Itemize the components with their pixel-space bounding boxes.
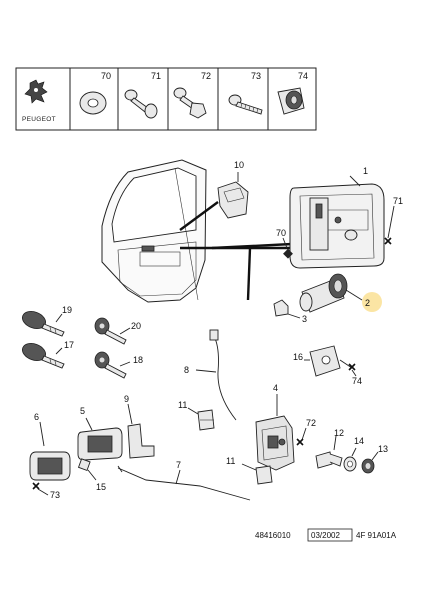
part-13-nut [361,451,379,474]
bolt-with-nut-icon [173,87,207,119]
callout-3: 3 [302,314,307,324]
part-1-outer-handle [289,175,385,269]
callout-16: 16 [293,352,303,362]
callout-2: 2 [365,298,370,308]
peugeot-lion-logo [24,79,48,104]
part-12-bolt [315,435,343,469]
callout-1: 1 [363,166,368,176]
footer: 48416010 03/2002 4F 91A01A [255,528,397,542]
part-3-clip [273,299,301,319]
callout-71: 71 [393,196,403,206]
callout-6: 6 [34,412,39,422]
callout-70: 70 [276,228,286,238]
part-4-lock-mechanism [255,394,295,471]
door-leader-lines [179,201,293,301]
cross-marker-73 [32,482,49,496]
header-strip: PEUGEOT 70 71 72 73 74 [15,67,317,131]
grommet-plug-icon [277,87,305,115]
key-20 [94,317,131,345]
part-11-clip-upper [187,407,215,431]
callout-10: 10 [234,160,244,170]
callout-14: 14 [354,436,364,446]
callout-17: 17 [64,340,74,350]
key-17 [21,343,65,369]
part-11-clip-lower [241,463,273,485]
col-74-label: 74 [298,71,308,81]
callout-20: 20 [131,321,141,331]
callout-13: 13 [378,444,388,454]
part-16-bracket [304,345,357,377]
col-70-label: 70 [101,71,111,81]
footer-ref: 48416010 [255,531,291,540]
threaded-screw-icon [228,94,263,115]
part-15-pad [77,458,97,481]
callout-72: 72 [306,418,316,428]
footer-code: 4F 91A01A [356,531,397,540]
col-72-label: 72 [201,71,211,81]
part-2-lock-cylinder [299,273,382,313]
callout-19: 19 [62,305,72,315]
callout-74: 74 [352,376,362,386]
key-19 [21,311,65,337]
key-18 [94,351,131,379]
part-10-cap [217,172,249,219]
part-6-inner-handle [29,421,71,481]
callout-9: 9 [124,394,129,404]
callout-12: 12 [334,428,344,438]
part-5-handle-housing [77,417,123,461]
callout-11a: 11 [178,400,187,410]
screw-with-washer-icon [124,89,158,119]
callout-73: 73 [50,490,60,500]
col-73-label: 73 [251,71,261,81]
callout-4: 4 [273,383,278,393]
part-70-washer [282,237,293,259]
washer-icon [79,91,107,115]
callout-5: 5 [80,406,85,416]
callout-15: 15 [96,482,106,492]
part-14-washer [343,447,357,472]
cross-marker-71 [384,205,395,245]
cross-marker-72 [296,427,307,446]
callout-11b: 11 [226,456,235,466]
col-71-label: 71 [151,71,161,81]
part-8-rod [195,329,237,421]
callout-8: 8 [184,365,189,375]
part-7-rod [117,465,251,501]
van-door-outline [101,159,207,303]
highlight-marker [362,292,382,312]
brand-label: PEUGEOT [22,116,56,123]
callout-7: 7 [176,460,181,470]
footer-date: 03/2002 [311,531,340,540]
part-9-bracket [127,403,155,459]
callout-18: 18 [133,355,143,365]
